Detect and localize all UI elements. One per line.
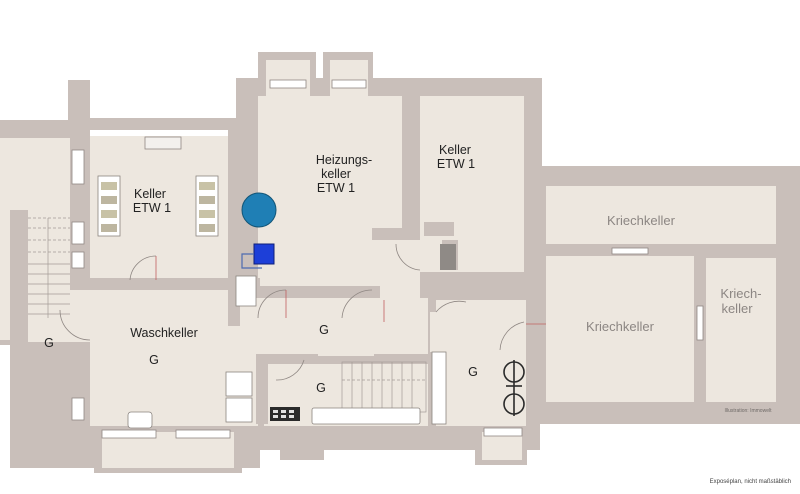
dryer-icon xyxy=(225,397,253,423)
boiler-icon xyxy=(241,192,277,228)
shoe-rack xyxy=(270,407,300,421)
label-heizungskeller-3: ETW 1 xyxy=(317,181,355,195)
floor-window-bay-1 xyxy=(266,60,310,96)
floor-heizungskeller xyxy=(258,96,402,286)
bicycle-icon xyxy=(503,360,525,416)
bench xyxy=(311,407,421,425)
floor-bay-south-2 xyxy=(482,432,522,460)
stair-left xyxy=(28,217,70,318)
cabinet-east xyxy=(431,351,447,425)
pump-icon xyxy=(253,243,275,265)
sink-icon xyxy=(127,411,153,429)
floor-window-bay-2 xyxy=(330,60,368,96)
label-keller-ost-1: Keller xyxy=(439,143,471,157)
floor-kriechkeller-mitte xyxy=(546,256,694,402)
label-heizungskeller-2: keller xyxy=(321,167,351,181)
shelf-left xyxy=(97,175,121,237)
label-keller-west-1: Keller xyxy=(134,187,166,201)
label-waschkeller-code: G xyxy=(149,353,159,367)
pipe xyxy=(241,253,262,269)
label-kriechkeller-oben: Kriechkeller xyxy=(607,213,676,228)
washer-icon xyxy=(225,371,253,397)
caption: Exposéplan, nicht maßstäblich xyxy=(710,479,791,485)
meter-cabinet xyxy=(235,275,257,307)
windows xyxy=(71,79,704,439)
label-kriechkeller-rechts-2: keller xyxy=(721,301,753,316)
floors xyxy=(0,60,776,468)
label-heizungskeller-1: Heizungs- xyxy=(316,153,372,167)
label-treppe-links-code: G xyxy=(44,336,54,350)
floor-keller-ost xyxy=(420,96,524,272)
heater-box xyxy=(440,244,456,270)
label-keller-ost-2: ETW 1 xyxy=(437,157,475,171)
shelf-right xyxy=(195,175,219,237)
label-keller-west-2: ETW 1 xyxy=(133,201,171,215)
label-kriechkeller-mitte: Kriechkeller xyxy=(586,319,655,334)
label-treppe-mitte-code: G xyxy=(316,381,326,395)
floor-kriechkeller-oben xyxy=(546,186,776,244)
doors xyxy=(59,243,546,381)
watermark: Illustration: Immowelt xyxy=(725,408,773,414)
label-flur-code: G xyxy=(319,323,329,337)
floor-corridor xyxy=(258,298,428,356)
label-flur-ost-code: G xyxy=(468,365,478,379)
label-waschkeller: Waschkeller xyxy=(130,326,198,340)
stair-mid xyxy=(341,361,427,413)
floor-left-corridor xyxy=(28,290,90,342)
floor-kriechkeller-rechts xyxy=(706,258,776,402)
label-kriechkeller-rechts-1: Kriech- xyxy=(720,286,761,301)
